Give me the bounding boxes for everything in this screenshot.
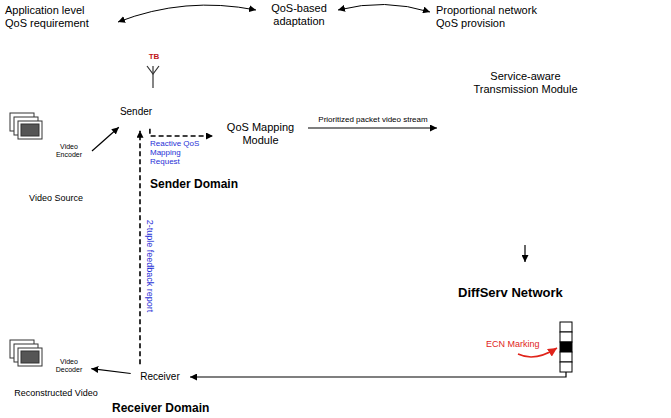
node-text: Sender Domain	[150, 178, 260, 192]
network-cloud: DiffServ Network	[380, 250, 671, 410]
flow-arrow	[308, 127, 437, 128]
heading-label: Proportional network QoS provision	[436, 4, 554, 29]
ecn-marking-arrow	[518, 348, 557, 357]
node-text: Video Decoder	[48, 358, 90, 374]
process-box: Service-aware Transmission Module	[437, 40, 614, 245]
token-bucket-label: TB	[146, 52, 162, 61]
decoder-ellipse: Video Decoder	[46, 355, 92, 377]
sender-ellipse: Sender	[107, 93, 165, 131]
receiver-ellipse: Receiver	[130, 360, 190, 394]
video-source-box: Video Source Video Encoder	[5, 107, 107, 210]
edge-label: Reactive QoS Mapping Request	[150, 139, 212, 167]
node-text: Service-aware Transmission Module	[457, 70, 594, 95]
reconstructed-video-box: Reconstructed Video Video Decoder	[5, 336, 107, 402]
edge-label: 2-tuple feedback report	[145, 220, 155, 313]
adaptation-arc	[118, 5, 256, 22]
dashed-arrow	[139, 131, 141, 364]
flow-arrow	[524, 245, 525, 262]
node-text: Receiver	[132, 371, 188, 383]
encoder-ellipse: Video Encoder	[46, 140, 92, 162]
node-text: Receiver Domain	[112, 402, 222, 416]
node-text: QoS Mapping Module	[219, 121, 302, 146]
cloud-outline	[380, 250, 671, 410]
packet-queue	[560, 322, 572, 372]
node-text: Reconstructed Video	[7, 388, 105, 398]
node-text: Video Source	[7, 193, 105, 203]
node-text: DiffServ Network	[458, 286, 598, 301]
flow-arrow	[190, 372, 566, 377]
antenna-symbol	[147, 66, 159, 88]
provision-arc	[338, 4, 430, 12]
domain-cloud: Receiver Domain Reconstructed Video Video …	[0, 318, 300, 418]
ecn-label: ECN Marking	[486, 339, 556, 349]
process-box: QoS Mapping Module	[213, 97, 308, 170]
heading-label: Application level QoS requirement	[5, 4, 105, 29]
video-frames-icon	[10, 340, 42, 366]
node-text: Video Encoder	[48, 143, 90, 159]
heading-label: QoS-based adaptation	[263, 2, 335, 27]
node-text: Sender	[109, 106, 163, 118]
video-frames-icon	[10, 113, 42, 139]
flow-arrow	[91, 369, 130, 374]
flow-arrow	[92, 127, 119, 151]
edge-label: Prioritized packet video stream	[310, 115, 436, 124]
dashed-arrow	[150, 129, 213, 136]
